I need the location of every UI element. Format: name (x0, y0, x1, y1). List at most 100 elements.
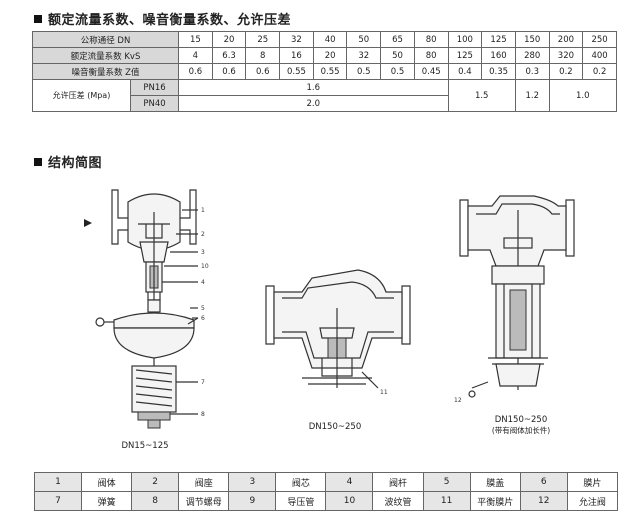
z-cell: 0.5 (380, 63, 415, 80)
dn-cell: 65 (380, 31, 415, 48)
table-row: 7 弹簧 8 调节螺母 9 导压管 10 波纹管 11 平衡膜片 12 允注阀 (34, 491, 619, 511)
part-callout: 10 (201, 263, 209, 270)
caption-line-note: (带有阀体加长件) (491, 426, 551, 435)
dn-cell: 50 (346, 31, 382, 48)
part-callout: 12 (454, 397, 462, 404)
part-name: 平衡膜片 (469, 491, 521, 511)
z-cell: 0.55 (279, 63, 314, 80)
z-label: 噪音衡量系数 Z值 (31, 63, 180, 80)
pn16-value-small: 1.6 (178, 79, 449, 96)
kvs-cell: 125 (447, 47, 483, 64)
part-number: 7 (34, 491, 82, 511)
diagram-caption-dn15-125: DN15~125 (121, 441, 169, 451)
dn-cell: 150 (514, 31, 550, 48)
kvs-label: 额定流量系数 KvS (31, 47, 180, 64)
pressure-value-100-125: 1.5 (447, 79, 516, 112)
part-name: 膜盖 (469, 472, 521, 492)
part-name: 波纹管 (372, 491, 424, 511)
part-callout: 6 (201, 315, 205, 322)
part-callout: 11 (380, 389, 388, 396)
pn40-value-small: 2.0 (178, 95, 449, 112)
kvs-cell: 4 (178, 47, 213, 64)
dn-cell: 15 (178, 31, 213, 48)
part-name: 弹簧 (80, 491, 133, 511)
part-number: 11 (422, 491, 471, 511)
kvs-cell: 80 (413, 47, 449, 64)
dn-cell: 100 (447, 31, 483, 48)
z-cell: 0.6 (245, 63, 281, 80)
square-bullet-icon (34, 15, 42, 23)
part-number: 2 (131, 472, 180, 492)
kvs-cell: 320 (548, 47, 584, 64)
part-name: 阀芯 (275, 472, 327, 492)
kvs-cell: 160 (481, 47, 516, 64)
parts-table: 1 阀体 2 阀座 3 阀芯 4 阀杆 5 膜盖 6 膜片 7 弹簧 8 调节螺… (34, 472, 619, 511)
part-callout: 4 (201, 279, 205, 286)
part-number: 5 (422, 472, 471, 492)
caption-line-size: DN150~250 (494, 415, 548, 425)
valve-diagram-dn15-125: 1 2 3 10 4 5 6 7 8 (84, 189, 209, 429)
table-row: 1 阀体 2 阀座 3 阀芯 4 阀杆 5 膜盖 6 膜片 (34, 472, 619, 492)
part-callout: 5 (201, 305, 205, 312)
part-number: 1 (34, 472, 82, 492)
part-number: 9 (228, 491, 277, 511)
z-cell: 0.2 (548, 63, 584, 80)
kvs-cell: 280 (514, 47, 550, 64)
part-name: 允注阀 (566, 491, 619, 511)
part-callout: 1 (201, 207, 205, 214)
z-cell: 0.4 (447, 63, 483, 80)
z-cell: 0.6 (211, 63, 247, 80)
kvs-cell: 6.3 (211, 47, 247, 64)
part-name: 导压管 (275, 491, 327, 511)
table-row-pn40: PN40 2.0 (33, 95, 617, 112)
valve-diagram-dn150-250-extension: 12 (454, 195, 575, 404)
kvs-cell: 20 (312, 47, 348, 64)
part-number: 12 (519, 491, 568, 511)
pn16-label: PN16 (129, 79, 180, 96)
part-callout: 7 (201, 379, 205, 386)
dn-label: 公称通径 DN (31, 31, 180, 48)
z-cell: 0.55 (312, 63, 348, 80)
dn-cell: 40 (312, 31, 348, 48)
z-cell: 0.35 (481, 63, 516, 80)
dn-cell: 20 (211, 31, 247, 48)
part-name: 膜片 (566, 472, 619, 492)
table-row-pn16: 允许压差 (Mpa) PN16 1.6 1.5 1.2 1.0 (32, 79, 617, 112)
spec-table: 公称通径 DN 15 20 25 32 40 50 65 80 100 125 … (31, 31, 617, 112)
table-row-dn: 公称通径 DN 15 20 25 32 40 50 65 80 100 125 … (31, 31, 617, 48)
dn-cell: 125 (481, 31, 516, 48)
kvs-cell: 8 (245, 47, 281, 64)
dn-cell: 80 (413, 31, 449, 48)
kvs-cell: 50 (380, 47, 415, 64)
z-cell: 0.2 (582, 63, 617, 80)
pn40-label: PN40 (129, 95, 180, 112)
pressure-value-150: 1.2 (514, 79, 550, 112)
part-name: 阀座 (178, 472, 230, 492)
part-name: 调节螺母 (178, 491, 230, 511)
section-title-coefficients: 额定流量系数、噪音衡量系数、允许压差 (34, 9, 291, 28)
z-cell: 0.45 (413, 63, 449, 80)
z-cell: 0.3 (514, 63, 550, 80)
dn-cell: 200 (548, 31, 584, 48)
z-cell: 0.5 (346, 63, 382, 80)
valve-diagram-dn150-250: 11 (265, 269, 411, 396)
part-number: 8 (131, 491, 180, 511)
part-name: 阀杆 (372, 472, 424, 492)
dn-cell: 250 (582, 31, 617, 48)
kvs-cell: 16 (279, 47, 314, 64)
section-title-structure: 结构简图 (34, 152, 102, 171)
pressure-value-200-250: 1.0 (548, 79, 617, 112)
table-row-z: 噪音衡量系数 Z值 0.6 0.6 0.6 0.55 0.55 0.5 0.5 … (31, 63, 617, 80)
part-number: 6 (519, 472, 568, 492)
part-number: 10 (325, 491, 374, 511)
part-name: 阀体 (80, 472, 133, 492)
square-bullet-icon (34, 158, 42, 166)
diagram-caption-dn150-250-extension: DN150~250 (带有阀体加长件) (476, 415, 566, 436)
part-callout: 8 (201, 411, 205, 418)
dn-cell: 32 (279, 31, 314, 48)
part-number: 3 (228, 472, 277, 492)
part-number: 4 (325, 472, 374, 492)
z-cell: 0.6 (178, 63, 213, 80)
diagram-caption-dn150-250: DN150~250 (308, 422, 362, 432)
part-callout: 2 (201, 231, 205, 238)
